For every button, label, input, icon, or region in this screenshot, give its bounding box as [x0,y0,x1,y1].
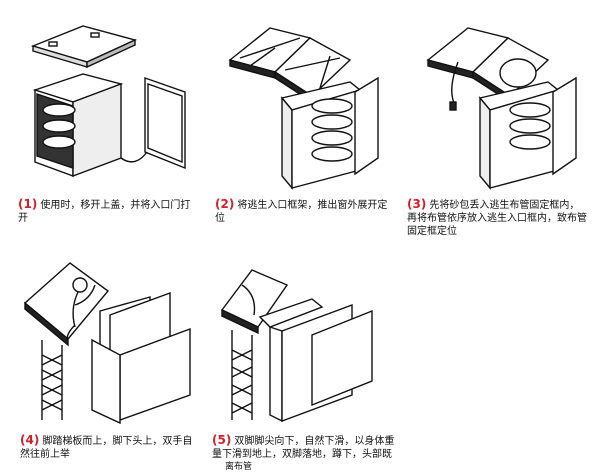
step-1-number: (1) [18,197,38,211]
step-4-caption: (4)脚踏梯板而上，脚下头上，双手自然往前上举 [20,434,200,461]
step-5-number: (5) [212,433,232,447]
step-2-text: 将逃生入口框架，推出窗外展开定位 [215,200,388,224]
step-2-caption: (2)将逃生入口框架，推出窗外展开定位 [215,198,395,225]
step-3-number: (3) [407,197,427,211]
step-4-text: 脚踏梯板而上，脚下头上，双手自然往前上举 [20,436,193,460]
step-1-caption: (1)使用时，移开上盖，并将入口门打开 [18,198,193,225]
footer-label: 离布管 [225,462,253,472]
step-5-caption: (5)双脚脚尖向下，自然下滑，以身体重量下滑到地上，双脚落地，蹲下，头部既 [212,434,397,461]
step-2-number: (2) [215,197,235,211]
step-5-text: 双脚脚尖向下，自然下滑，以身体重量下滑到地上，双脚落地，蹲下，头部既 [212,436,395,460]
step-3-illustration [418,18,593,193]
step-5-illustration [212,245,392,425]
step-3-caption: (3)先将砂包丢入逃生布管固定框内，再将布管依序放入逃生入口框内，致布管固定框定… [407,198,587,238]
step-4-illustration [20,245,200,425]
step-1-text: 使用时，移开上盖，并将入口门打开 [18,200,191,224]
step-1-illustration [25,18,205,188]
step-4-number: (4) [20,433,40,447]
step-3-text: 先将砂包丢入逃生布管固定框内，再将布管依序放入逃生入口框内，致布管固定框定位 [407,200,587,237]
step-2-illustration [220,18,390,193]
